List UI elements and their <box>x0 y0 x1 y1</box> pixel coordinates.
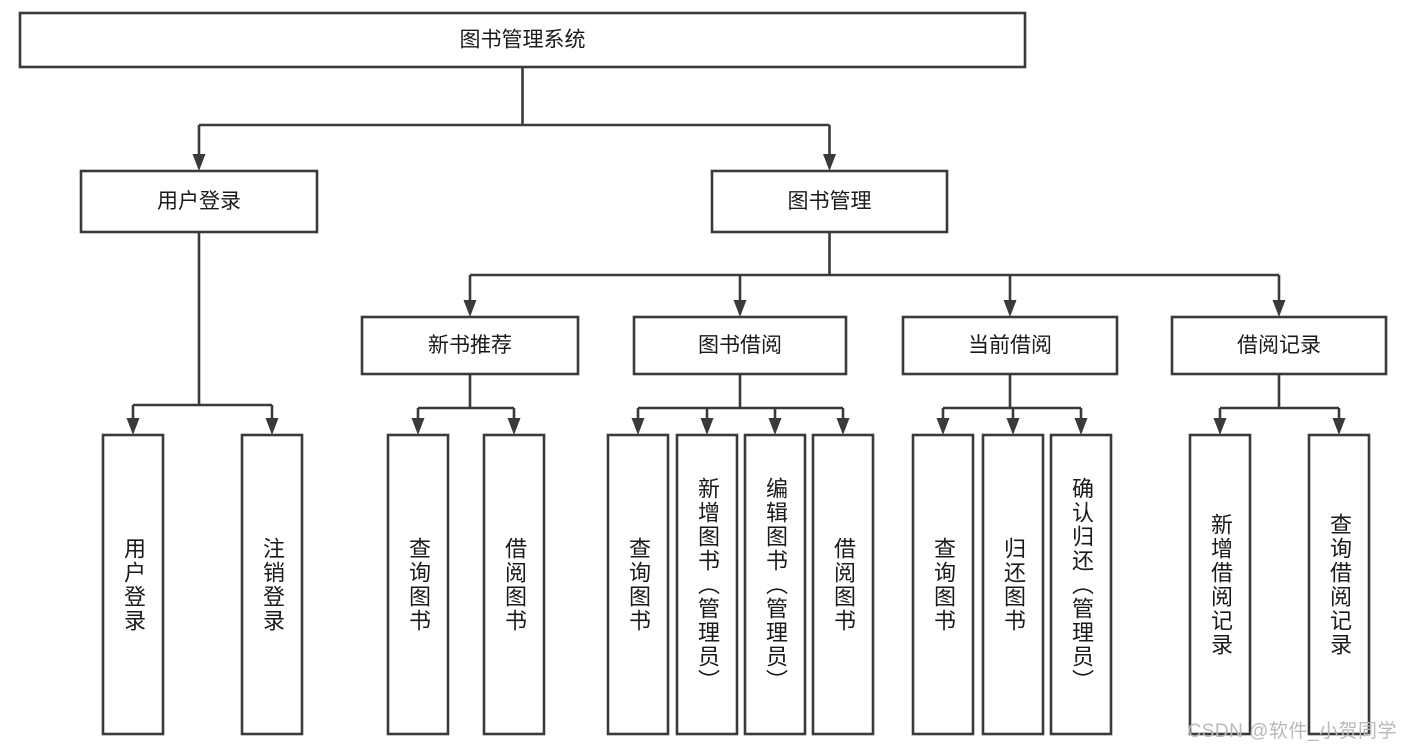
node-box-leaf-borrow-add[interactable] <box>675 433 739 736</box>
arrow-head-icon <box>126 418 140 435</box>
arrow-head-icon <box>507 418 521 435</box>
arrow-head-icon <box>768 418 782 435</box>
node-box-l3-book-borrow[interactable] <box>632 315 848 376</box>
node-label-root: 图书管理系统 <box>460 29 586 52</box>
arrow-head-icon <box>836 418 850 435</box>
node-box-l3-borrow-record[interactable] <box>1170 315 1388 376</box>
node-box-leaf-cur-return[interactable] <box>981 433 1045 736</box>
arrow-head-icon <box>192 154 206 171</box>
arrow-head-icon <box>1003 300 1017 317</box>
node-label-l3-book-borrow: 图书借阅 <box>698 334 782 357</box>
node-label-l2-book-manage: 图书管理 <box>788 190 872 213</box>
node-box-leaf-user-login[interactable] <box>101 433 165 736</box>
node-box-l2-user-login[interactable] <box>79 169 319 234</box>
arrow-head-icon <box>1332 418 1346 435</box>
arrow-head-icon <box>411 418 425 435</box>
node-box-l3-new-book-rec[interactable] <box>360 315 580 376</box>
node-label-l2-user-login: 用户登录 <box>157 190 241 213</box>
node-box-leaf-cur-confirm[interactable] <box>1049 433 1113 736</box>
node-box-leaf-rec-borrow[interactable] <box>482 433 546 736</box>
arrow-head-icon <box>700 418 714 435</box>
node-box-leaf-rec-add[interactable] <box>1188 433 1252 736</box>
arrow-head-icon <box>823 154 836 171</box>
nodes-layer <box>18 11 1388 736</box>
arrow-head-icon <box>1272 300 1286 317</box>
node-box-l3-current-borrow[interactable] <box>901 315 1119 376</box>
node-box-root[interactable] <box>18 11 1027 69</box>
node-box-leaf-rec-query[interactable] <box>386 433 450 736</box>
node-box-l2-book-manage[interactable] <box>710 169 949 234</box>
arrow-head-icon <box>936 418 950 435</box>
node-box-leaf-borrow-query[interactable] <box>606 433 670 736</box>
node-label-l3-new-book-rec: 新书推荐 <box>428 334 512 357</box>
connectors-layer <box>126 67 1346 435</box>
node-box-leaf-borrow-do[interactable] <box>811 433 875 736</box>
arrow-head-icon <box>1213 418 1227 435</box>
arrow-head-icon <box>1074 418 1088 435</box>
watermark-text: CSDN @软件_小贺同学 <box>1187 721 1397 742</box>
node-box-leaf-cur-query[interactable] <box>911 433 975 736</box>
arrow-head-icon <box>631 418 645 435</box>
node-label-l3-current-borrow: 当前借阅 <box>968 334 1052 357</box>
arrow-head-icon <box>463 300 477 317</box>
node-label-l3-borrow-record: 借阅记录 <box>1237 334 1321 357</box>
arrow-head-icon <box>1006 418 1020 435</box>
arrow-head-icon <box>733 300 747 317</box>
node-box-leaf-rec-query2[interactable] <box>1307 433 1371 736</box>
node-box-leaf-user-logout[interactable] <box>240 433 304 736</box>
node-box-leaf-borrow-edit[interactable] <box>743 433 807 736</box>
arrow-head-icon <box>265 418 279 435</box>
